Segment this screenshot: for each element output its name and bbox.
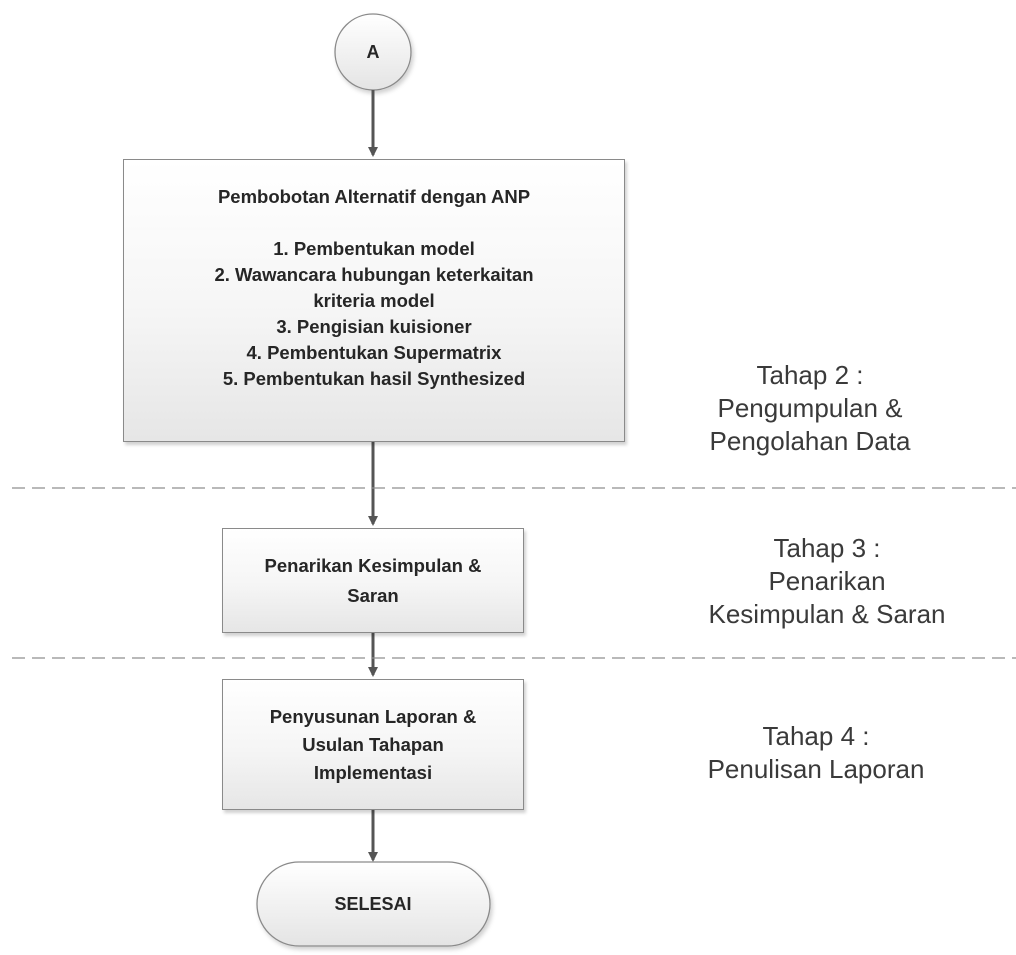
stage-3-line: Tahap 3 : [773,533,881,563]
process-report-line: Implementasi [313,761,433,783]
process-anp-step: 4. Pembentukan Supermatrix [246,342,502,363]
stage-4-label: Tahap 4 : Penulisan Laporan [666,720,966,786]
process-anp-box: Pembobotan Alternatif dengan ANP 1. Pemb… [123,159,625,442]
stage-3-label: Tahap 3 : Penarikan Kesimpulan & Saran [677,532,977,631]
stage-2-line: Tahap 2 : [756,360,864,390]
stage-3-line: Penarikan [768,566,886,596]
process-report-line: Penyusunan Laporan & [269,705,477,727]
process-conclusion-line: Penarikan Kesimpulan & [264,554,482,576]
process-anp-step: 2. Wawancara hubungan keterkaitan [214,264,534,285]
process-anp-step: 3. Pengisian kuisioner [276,316,472,337]
process-conclusion-line: Saran [347,584,399,606]
process-report-line: Usulan Tahapan [302,733,444,755]
stage-4-line: Penulisan Laporan [707,754,925,784]
stage-2-label: Tahap 2 : Pengumpulan & Pengolahan Data [660,359,960,458]
process-anp-step: kriteria model [313,290,435,311]
end-terminator-shape [256,861,491,947]
process-anp-step: 1. Pembentukan model [273,238,475,259]
process-anp-step: 5. Pembentukan hasil Synthesized [222,368,526,389]
process-report-box: Penyusunan Laporan & Usulan Tahapan Impl… [222,679,524,810]
start-connector-label: A [367,42,380,62]
stage-3-line: Kesimpulan & Saran [708,599,946,629]
process-anp-title: Pembobotan Alternatif dengan ANP [217,186,531,207]
stage-2-line: Pengolahan Data [709,426,911,456]
stage-2-line: Pengumpulan & [717,393,903,423]
end-terminator-label: SELESAI [334,894,411,914]
process-conclusion-box: Penarikan Kesimpulan & Saran [222,528,524,633]
stage-4-line: Tahap 4 : [762,721,870,751]
